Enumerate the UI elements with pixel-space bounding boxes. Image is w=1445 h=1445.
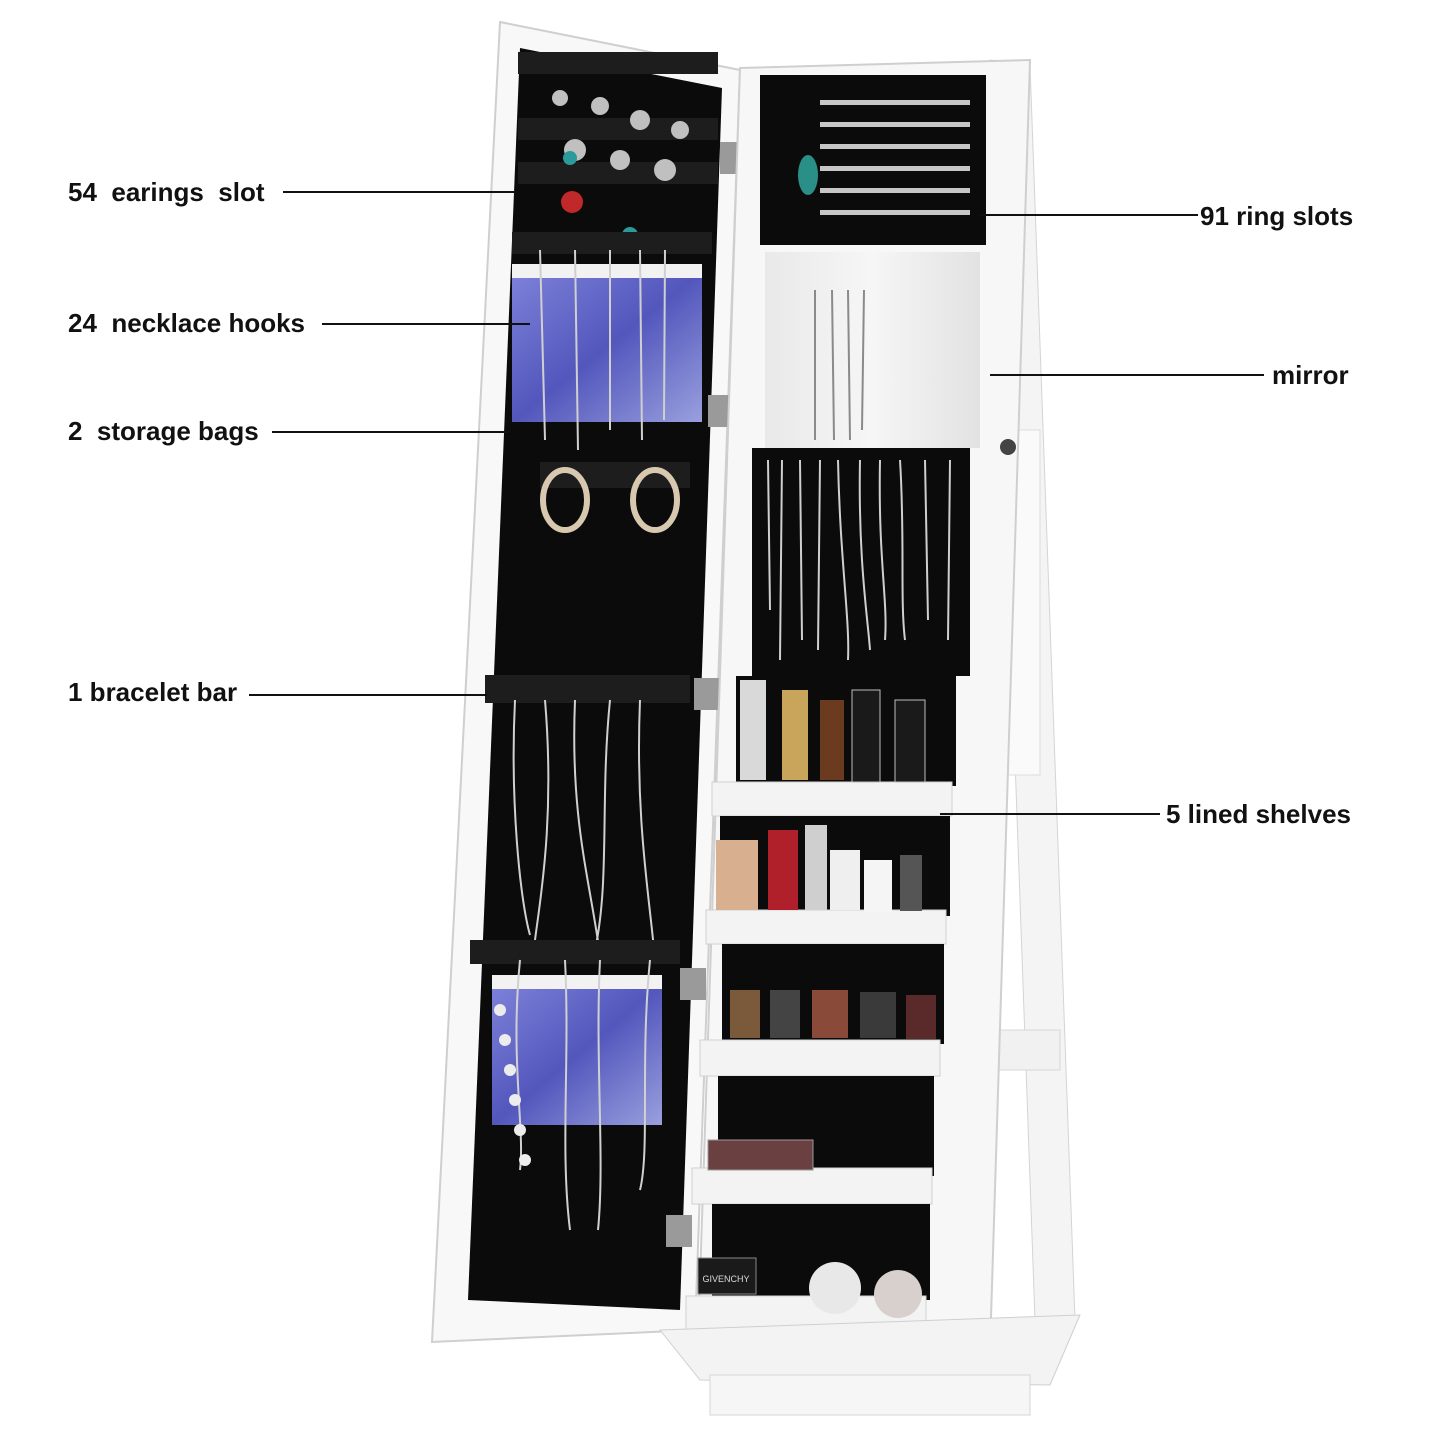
leader-line <box>322 323 530 325</box>
open-door <box>430 20 746 1344</box>
shelf <box>699 1039 941 1077</box>
leader-line <box>980 214 1198 216</box>
brand-logo-text: GIVENCHY <box>702 1274 749 1284</box>
necklace-hook-bar <box>512 232 712 254</box>
cabinet-body: GIVENCHY <box>685 58 1032 1352</box>
leader-line <box>249 694 487 696</box>
callout-lined-shelves: 5 lined shelves <box>1166 799 1351 829</box>
leader-line <box>283 191 515 193</box>
callout-necklace-hooks: 24 necklace hooks <box>68 308 306 338</box>
leader-line <box>940 813 1160 815</box>
leader-line <box>990 374 1264 376</box>
shelf <box>711 781 953 817</box>
callout-storage-bags: 2 storage bags <box>68 416 259 446</box>
earring-bar <box>518 118 718 140</box>
shelf <box>705 909 947 945</box>
shelf <box>691 1167 933 1205</box>
lock-icon <box>1000 439 1016 455</box>
callout-earring-slots: 54 earings slot <box>68 177 265 207</box>
callout-mirror: mirror <box>1272 360 1349 390</box>
earring-bar <box>518 52 718 74</box>
swivel-base <box>658 1314 1081 1416</box>
necklace-panel <box>752 448 970 676</box>
perfume-bottles <box>697 680 936 1318</box>
mirror-panel <box>765 252 980 448</box>
leader-line <box>272 431 510 433</box>
callout-ring-slots: 91 ring slots <box>1200 201 1354 231</box>
callout-bracelet-bar: 1 bracelet bar <box>68 677 238 707</box>
